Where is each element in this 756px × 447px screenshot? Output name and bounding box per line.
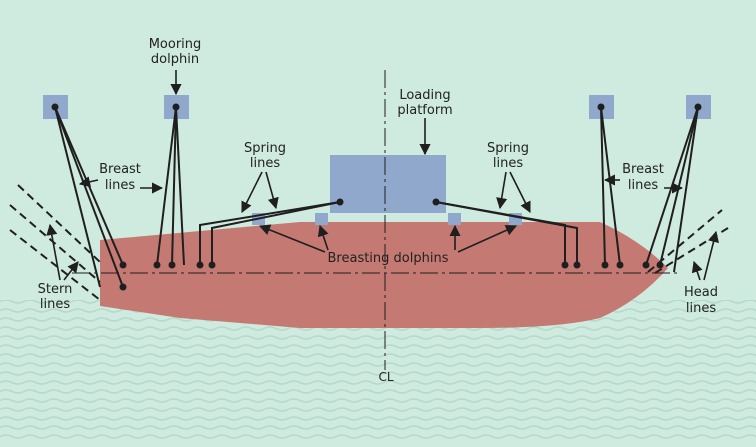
callout-arrows	[46, 70, 719, 281]
mooring-lines	[54, 106, 699, 288]
bollards	[51, 103, 702, 291]
breast-lines-right-label-line1: Breast	[622, 162, 664, 177]
spring-lines-left-label-line2: lines	[250, 156, 280, 171]
breasting-dolphins-label: Breasting dolphins	[328, 251, 449, 266]
mooring-dolphin-label-line1: Mooring	[149, 37, 202, 52]
breast-lines-left-label-line1: Breast	[99, 162, 141, 177]
centerline-label: CL	[378, 370, 393, 384]
spring-lines-right-label-line1: Spring	[487, 141, 529, 156]
loading-platform-label-line2: platform	[397, 103, 452, 118]
labels: Mooring dolphin Loading platform Spring …	[38, 37, 718, 384]
loading-platform	[330, 155, 446, 213]
spring-lines-left-label-line1: Spring	[244, 141, 286, 156]
mooring-dolphin-label-line2: dolphin	[151, 52, 199, 67]
head-lines-label-line1: Head	[684, 285, 718, 300]
stern-lines-label-line1: Stern	[38, 282, 73, 297]
spring-lines-right-label-line2: lines	[493, 156, 523, 171]
loading-platform-label-line1: Loading	[399, 88, 450, 103]
stern-lines-label-line2: lines	[40, 297, 70, 312]
breast-lines-left-label-line2: lines	[105, 178, 135, 193]
breasting-dolphin-3	[448, 213, 461, 225]
breasting-dolphin-2	[315, 213, 328, 225]
ship-hull	[100, 222, 668, 328]
breast-lines-right-label-line2: lines	[628, 178, 658, 193]
head-lines-label-line2: lines	[686, 301, 716, 316]
